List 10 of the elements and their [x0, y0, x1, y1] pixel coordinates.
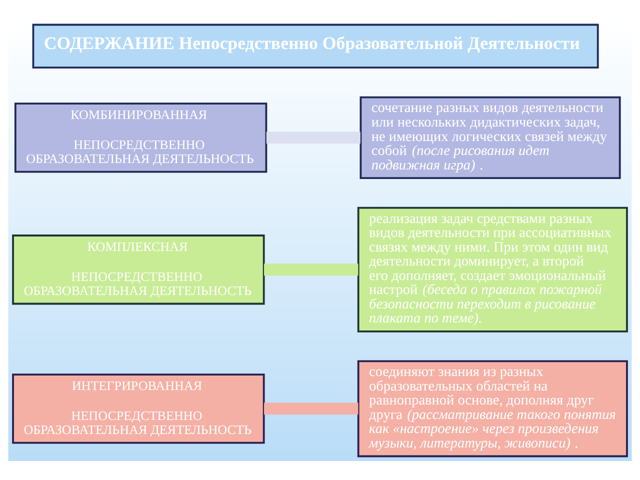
node-box: КОМБИНИРОВАННАЯ НЕПОСРЕДСТВЕННО ОБРАЗОВАТЕЛЬНАЯ ДЕЯТЕЛЬНОСТЬ — [14, 102, 268, 172]
node-box: сочетание разных видов деятельности или нескольких дидактических задач, не имеющих логических связей между собой (после рисования идет подвижная игра) . — [360, 96, 621, 179]
node-box: КОМПЛЕКСНАЯ НЕПОСРЕДСТВЕННО ОБРАЗОВАТЕЛЬНАЯ ДЕЯТЕЛЬНОСТЬ — [12, 234, 265, 304]
node-box: СОДЕРЖАНИЕ Непосредственно Образовательной Деятельности — [32, 23, 599, 68]
connector — [266, 131, 360, 144]
node-box: реализация задач средствами разных видов деятельности при ассоциативных связях между ними. При этом один вид деятельности доминирует, а второй его дополняет, создает эмоциональный настрой (беседа о правилах пожарной безопасности переходит в рисование плаката по теме). — [357, 206, 628, 332]
connector — [264, 402, 358, 414]
connector — [264, 263, 358, 276]
node-box: соединяют знания из разных образовательных областей на равноправной основе, дополняя друг друга (рассматривание такого понятия как «настроение» через произведения музыки, литературы, живописи) . — [357, 360, 628, 457]
node-box: ИНТЕГРИРОВАННАЯ НЕПОСРЕДСТВЕННО ОБРАЗОВАТЕЛЬНАЯ ДЕЯТЕЛЬНОСТЬ — [12, 373, 265, 444]
